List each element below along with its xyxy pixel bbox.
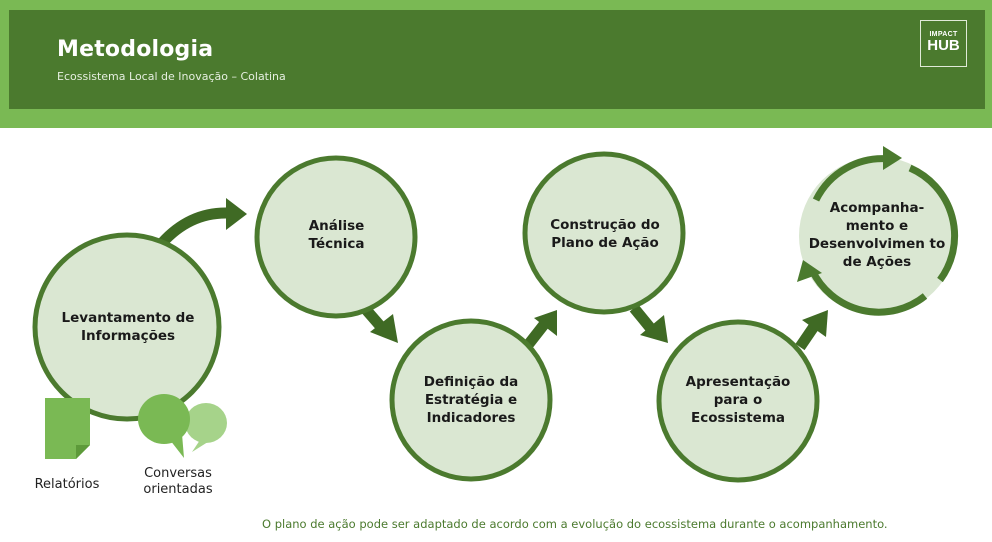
logo-line-2: HUB — [927, 37, 960, 54]
arrow-3-to-4 — [523, 310, 557, 349]
impact-hub-logo: IMPACT HUB — [920, 20, 967, 67]
step-circle-1 — [32, 232, 222, 422]
step-label-2: Análise Técnica — [308, 218, 365, 252]
footer-note: O plano de ação pode ser adaptado de aco… — [262, 517, 888, 531]
logo-line-1: IMPACT — [929, 31, 958, 38]
arrow-4-to-5 — [629, 304, 668, 343]
arrow-1-to-2 — [157, 198, 247, 247]
step-circle-5 — [656, 319, 820, 483]
arrow-5-to-6 — [795, 310, 828, 351]
cycle-ring — [797, 146, 959, 316]
step-label-6: Acompanha-mento e Desenvolvimen to de Aç… — [808, 200, 946, 270]
step-circle-4 — [522, 151, 686, 315]
chat-bubbles-icon — [138, 394, 227, 458]
page-title: Metodologia — [57, 37, 214, 62]
step-circle-2 — [254, 155, 418, 319]
document-icon — [45, 398, 90, 459]
step-label-5: Apresentação para o Ecossistema — [685, 374, 791, 426]
step-label-4: Construção do Plano de Ação — [550, 217, 660, 251]
page-subtitle: Ecossistema Local de Inovação – Colatina — [57, 70, 286, 83]
step-circle-3 — [389, 318, 553, 482]
step-label-1: Levantamento de Informações — [61, 310, 195, 344]
step-circle-6 — [799, 157, 957, 315]
report-caption: Relatórios — [34, 477, 100, 492]
conversation-caption: Conversas orientadas — [143, 466, 213, 497]
step-label-3: Definição da Estratégia e Indicadores — [423, 374, 519, 426]
header-banner: Metodologia Ecossistema Local de Inovaçã… — [9, 10, 985, 109]
